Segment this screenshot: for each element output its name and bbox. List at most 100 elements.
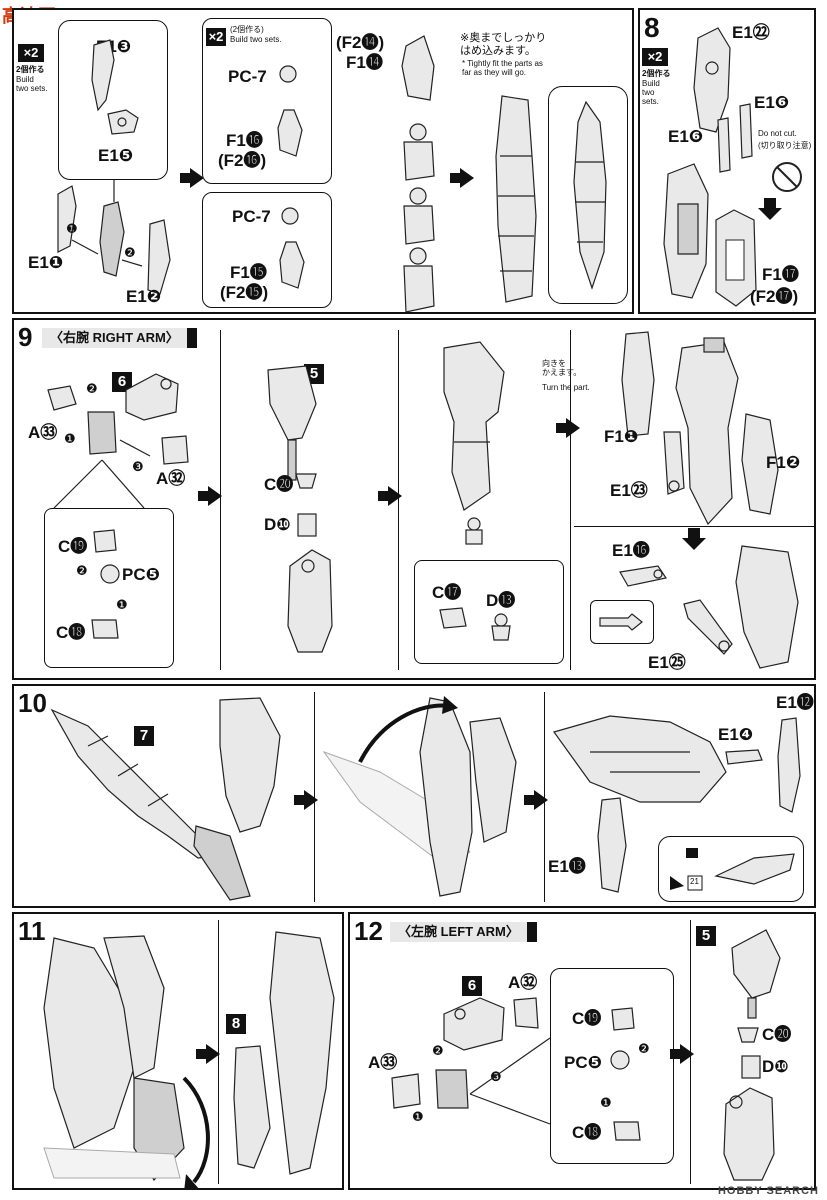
part-f1-2-armor: [741, 413, 779, 515]
step10-panel: 10 7 E1⓬ E1❹ E1⓭ 21: [12, 684, 816, 908]
step9-title: 〈右腕 RIGHT ARM〉: [42, 328, 197, 348]
part-pc5: [100, 564, 120, 584]
connector-lines-step12: [469, 1037, 551, 1125]
flow-arrow-9a: [198, 486, 222, 506]
part-e1-23: [663, 431, 685, 495]
note-en-step7: * Tightly fit the parts as far as they w…: [462, 59, 543, 77]
part-d10-12: [741, 1055, 761, 1079]
connector-lines-step7: [71, 180, 143, 267]
step10-number: 10: [18, 688, 47, 718]
part-c17: [439, 607, 467, 629]
assembled-winged-arm: [322, 696, 517, 897]
label-pc7-upper: PC-7: [228, 67, 267, 86]
label-e1-2: E1❷: [126, 287, 162, 306]
arm-side-view-10: [553, 715, 727, 803]
label-f2-14: (F2⓮): [336, 33, 385, 52]
label-f1-16: F1⓰: [226, 131, 263, 150]
divider-10a: [314, 692, 315, 902]
step8-panel: 8 ×2 2個作る Build two sets. E1㉒ E1❻ E1❻ Do…: [638, 8, 816, 314]
order-three-step9: ❸: [132, 459, 144, 474]
flow-arrow-9b: [378, 486, 402, 506]
label-c20-step12: C⓴: [762, 1025, 792, 1044]
label-d10-step12: D❿: [762, 1057, 789, 1076]
order-one-step7: ❶: [66, 221, 78, 236]
part-upper-arm-core: [87, 411, 117, 455]
order-two-c19-12: ❷: [638, 1041, 650, 1056]
flow-arrow-11: [196, 1044, 220, 1064]
step12-number: 12: [354, 916, 383, 946]
label-d10-step9: D❿: [264, 515, 291, 534]
badge-5-step12: 5: [696, 926, 716, 946]
part-e1-1: [57, 185, 77, 253]
flow-arrow-10b: [524, 790, 548, 810]
detail-box-c17: [414, 560, 564, 664]
label-a33-step9: A㉝: [28, 423, 58, 442]
order-two-step9: ❷: [86, 381, 98, 396]
detail-marker-flag: [670, 848, 703, 891]
part-f1-1-armor: [621, 331, 655, 437]
divider-11: [218, 920, 219, 1184]
flow-arrow-2: [450, 168, 474, 188]
step12-title: 〈左腕 LEFT ARM〉: [390, 922, 537, 942]
finished-arm-11: [233, 931, 335, 1175]
pc7-box-lower: [202, 192, 332, 308]
part-hand-joint: [465, 517, 483, 545]
part-a32: [161, 435, 189, 465]
detail-box-c19-12: [550, 968, 674, 1164]
label-a32-step12: A㉜: [508, 973, 538, 992]
divider-9b: [398, 330, 399, 670]
part-f1-17: [715, 209, 757, 307]
label-c19-step9: C⓳: [58, 537, 88, 556]
assembled-arm-lower: [735, 545, 799, 669]
flow-arrow-9c: [556, 418, 580, 438]
part-d13: [491, 613, 511, 641]
order-two-c19: ❷: [76, 563, 88, 578]
label-pc5-step12: PC❺: [564, 1053, 603, 1072]
part-c20: [295, 473, 317, 489]
detail-pin-e1-16: [599, 613, 643, 631]
step11-number: 11: [18, 916, 46, 946]
turn-note-en: Turn the part.: [542, 383, 590, 392]
ref-number-21: 21: [690, 877, 699, 886]
build-two-en-2: Build two sets.: [230, 35, 282, 44]
part-pc5-12: [610, 1050, 630, 1070]
label-e1-5: E1❺: [98, 146, 134, 165]
label-e1-23-step9: E1㉓: [610, 481, 648, 500]
flow-arrow-12: [670, 1044, 694, 1064]
part-e1-22: [693, 27, 731, 133]
label-c20-step9: C⓴: [264, 475, 294, 494]
part-e1-4: [725, 749, 763, 765]
footer-watermark: HOBBY SEARCH: [717, 1185, 819, 1198]
badge-6-step9: 6: [112, 372, 132, 392]
order-two-step7: ❷: [124, 245, 136, 260]
build-two-badge-8: ×2: [642, 48, 668, 66]
label-f2-17: (F2⓱): [750, 287, 799, 306]
build-two-badge-2: ×2: [206, 28, 226, 46]
part-c18-12: [613, 1121, 641, 1141]
detail-box-c19: [44, 508, 174, 668]
order-one-step9: ❶: [64, 431, 76, 446]
part-c19-12: [611, 1007, 635, 1031]
connector-lines-step9: [53, 439, 151, 509]
part-shoulder-5-12: [731, 929, 781, 1019]
part-e1-25: [683, 599, 733, 655]
do-not-cut-en: Do not cut.: [758, 129, 797, 138]
step9-number: 9: [18, 322, 33, 352]
label-c17-step9: C⓱: [432, 583, 462, 602]
label-e1-6b: E1❻: [668, 127, 704, 146]
part-f1-16: [277, 109, 303, 157]
divider-9c: [570, 330, 571, 670]
no-cut-icon: [772, 162, 802, 192]
assembled-arm-turned: [675, 337, 739, 526]
build-two-en-8: Build two sets.: [642, 79, 660, 106]
detail-part-21: [714, 853, 795, 885]
label-f2-15: (F2⓯): [220, 283, 269, 302]
label-e1-16-step9: E1⓰: [612, 541, 650, 560]
detail-bubble-e1-3: [58, 20, 168, 180]
order-one-step12: ❶: [412, 1109, 424, 1124]
label-c19-step12: C⓳: [572, 1009, 602, 1028]
part-upper-arm-core-12: [435, 1069, 469, 1109]
label-e1-25-step9: E1㉕: [648, 653, 686, 672]
label-f2-16: (F2⓰): [218, 151, 267, 170]
part-e1-16: [619, 565, 667, 587]
